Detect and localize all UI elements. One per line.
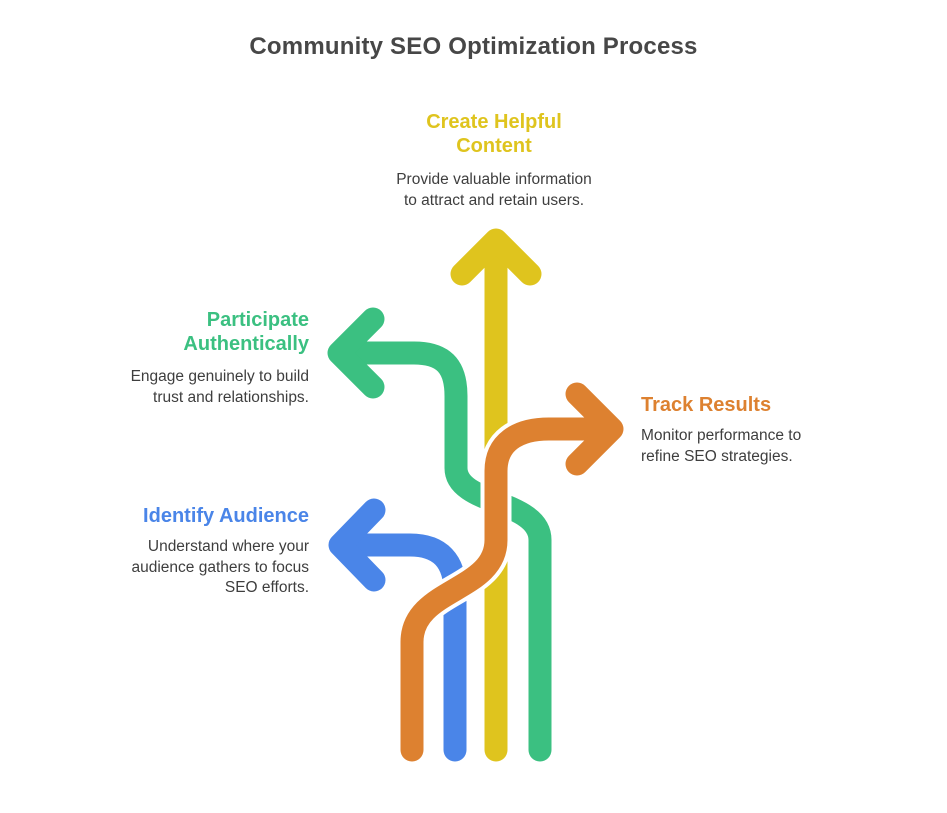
right-arrow-shaft xyxy=(400,417,608,762)
step-description-line: refine SEO strategies. xyxy=(641,447,793,465)
left-arrow-shaft xyxy=(346,341,552,762)
step-description-line: SEO efforts. xyxy=(224,579,309,596)
step-description-line: audience gathers to focus xyxy=(131,558,309,576)
step-title-line: Identify Audience xyxy=(143,505,309,527)
step-title: Track Results xyxy=(641,393,871,417)
left-arrow-head xyxy=(328,498,386,592)
page-title: Community SEO Optimization Process xyxy=(249,33,698,60)
step-description-line: Understand where your xyxy=(147,538,309,555)
arrow-participate-authentically xyxy=(323,303,556,766)
step-title-line: Track Results xyxy=(641,394,772,416)
step-description-line: Provide valuable information xyxy=(396,171,592,188)
step-title: Identify Audience xyxy=(44,504,309,528)
step-track-results: Track Results Monitor performance to ref… xyxy=(641,393,871,467)
step-title-line: Participate xyxy=(206,309,309,331)
step-description-line: Monitor performance to xyxy=(641,427,802,444)
step-description-line: Engage genuinely to build xyxy=(130,368,309,385)
step-description: Understand where your audience gathers t… xyxy=(44,537,309,599)
right-arrow-head xyxy=(565,382,624,476)
left-arrow-head xyxy=(327,307,385,399)
up-arrow-head xyxy=(450,228,542,286)
step-title-line: Create Helpful xyxy=(426,111,562,133)
step-title: Create Helpful Content xyxy=(368,110,620,158)
step-identify-audience: Identify Audience Understand where your … xyxy=(44,504,309,599)
step-description: Monitor performance to refine SEO strate… xyxy=(641,426,871,467)
step-title-line: Content xyxy=(456,135,532,157)
step-description: Engage genuinely to build trust and rela… xyxy=(44,367,309,408)
step-participate-authentically: Participate Authentically Engage genuine… xyxy=(44,308,309,408)
step-create-helpful-content: Create Helpful Content Provide valuable … xyxy=(368,110,620,211)
step-title: Participate Authentically xyxy=(44,308,309,356)
step-description-line: to attract and retain users. xyxy=(403,191,585,209)
step-description-line: trust and relationships. xyxy=(153,388,309,406)
step-description: Provide valuable information to attract … xyxy=(368,170,620,211)
arrow-track-results xyxy=(396,378,628,766)
step-title-line: Authentically xyxy=(183,333,309,355)
